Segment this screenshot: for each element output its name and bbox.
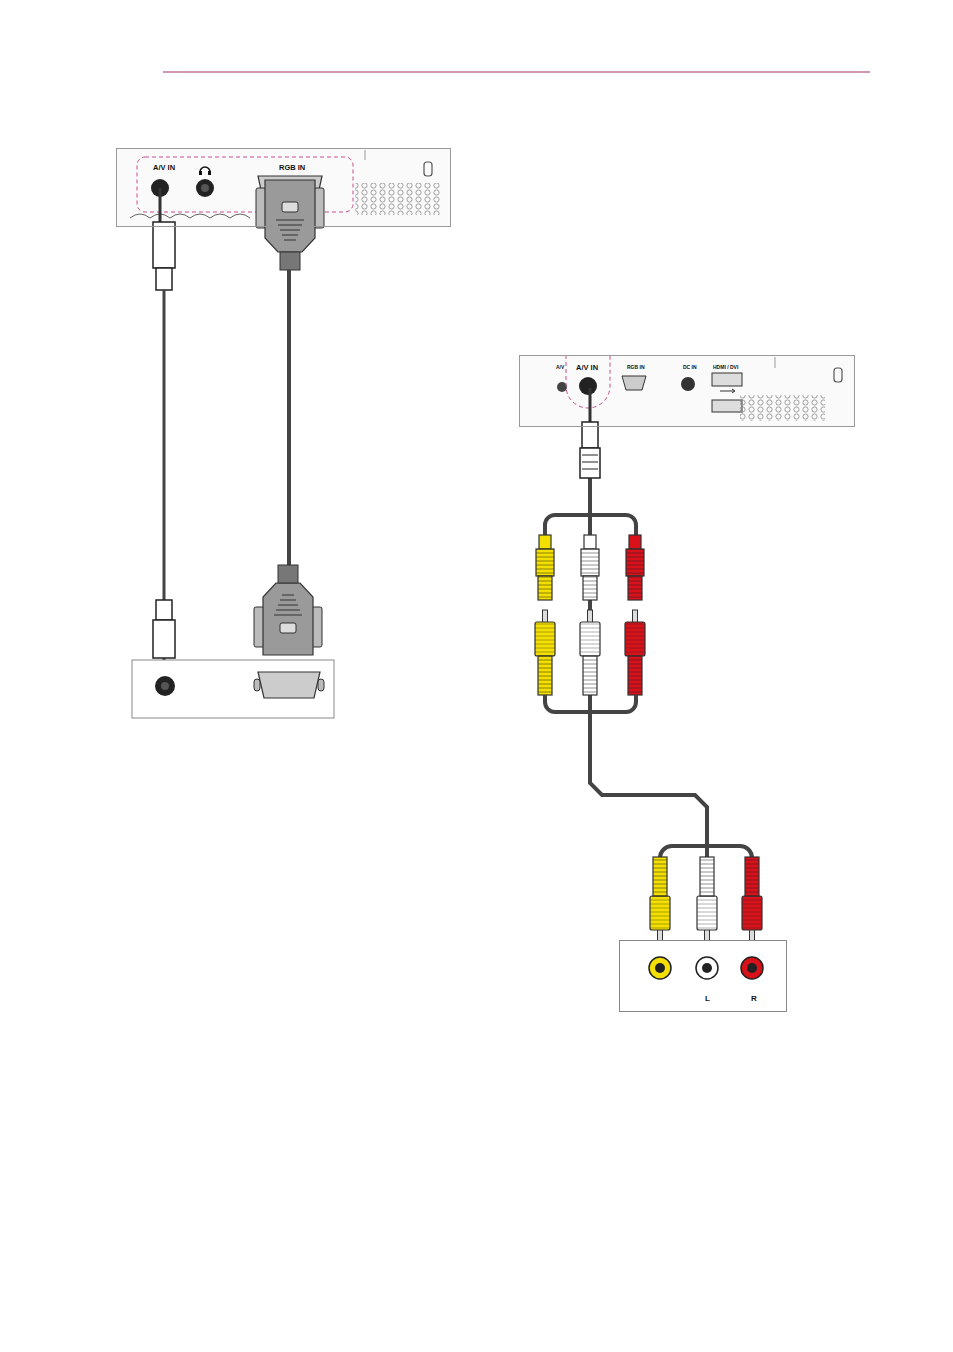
port-label: HDMI / DVI [713,365,738,370]
port-label: A/V IN [576,364,598,372]
av-cable [590,427,707,940]
av-device-panel: LR [619,940,787,1012]
port-label: L [705,995,710,1003]
projector-panel: A/V A/V IN RGB IN DC IN HDMI / DVI [519,355,855,427]
port-label: R [751,995,757,1003]
port-label: RGB IN [279,164,305,172]
port-label: DC IN [683,365,697,370]
port-label: A/V IN [153,164,175,172]
projector-panel: A/V IN RGB IN [116,148,451,227]
port-label: RGB IN [627,365,645,370]
port-label: A/V [556,365,564,370]
